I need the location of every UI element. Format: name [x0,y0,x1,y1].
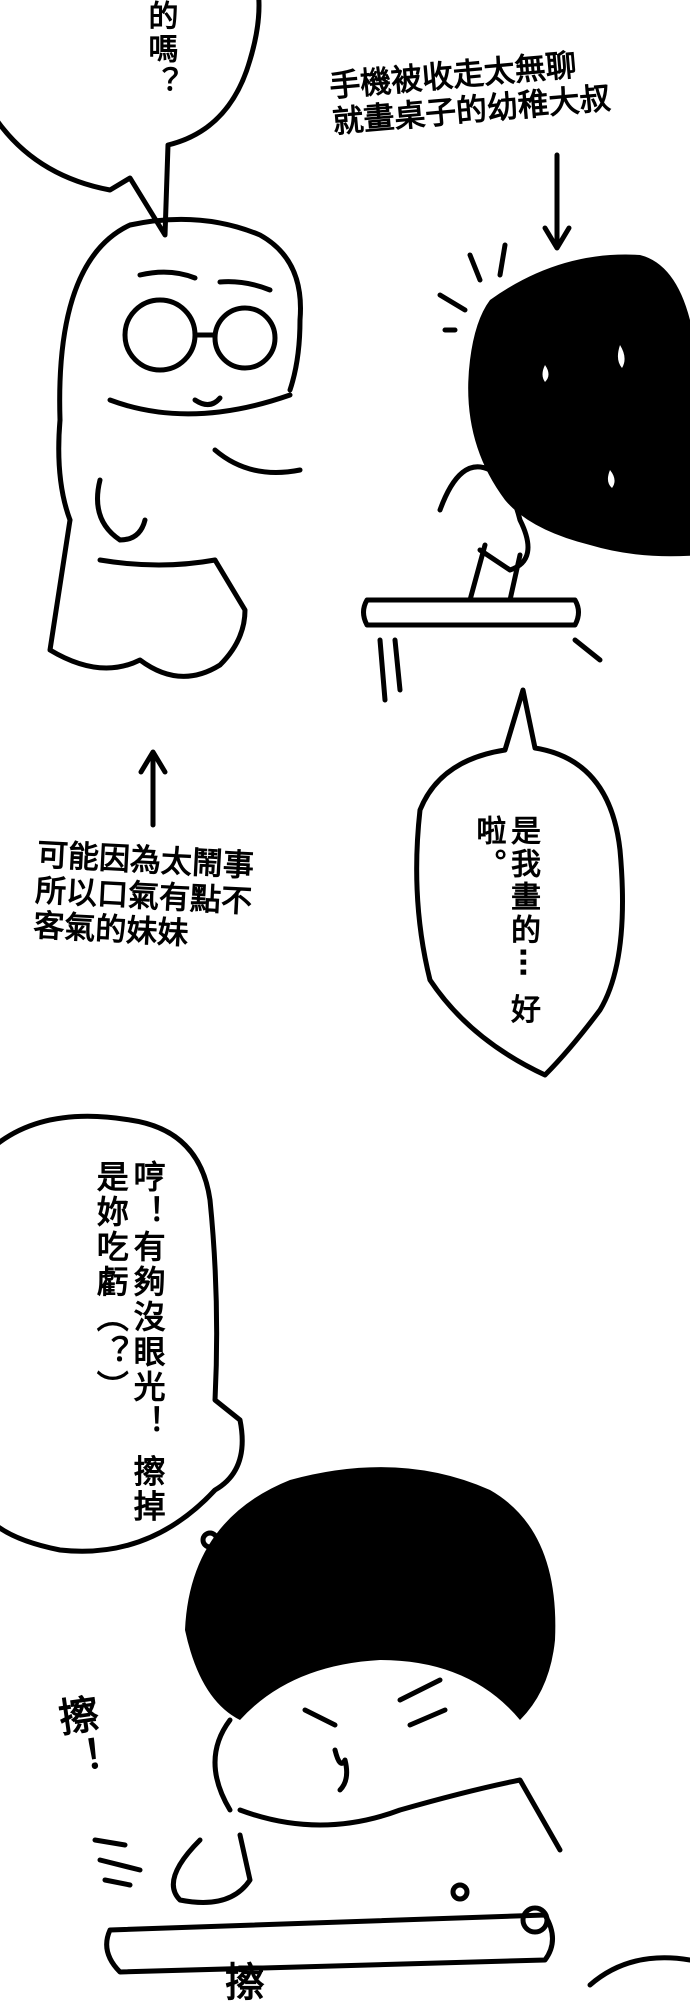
bubble-boy-line: 是我畫的⋯ [505,815,540,980]
bubble-bottom-text: 哼！有夠沒眼光！ 擦掉是妳吃虧（？） [91,1160,167,1540]
girl-figure [47,216,303,679]
speech-bubble-boy [414,687,625,1078]
bubble-boy-line: 好啦。 [470,815,541,1027]
boy-figure-top [361,242,603,703]
arrow-down-icon [542,152,572,251]
caption-girl: 可能因為太鬧事 所以口氣有點不 客氣的妹妹 [32,837,254,956]
boy-hair-top [468,254,690,557]
speech-bubble-top [0,0,262,238]
sfx-rub-2: 擦 [225,1960,265,2006]
boy-hair-bottom [185,1467,556,1720]
arrow-up-icon [138,749,168,828]
bubble-bottom-line: 哼！有夠沒眼光！ [128,1160,167,1440]
speech-bubble-bottom [0,1113,245,1554]
bubble-boy-text: 是我畫的⋯ 好啦。 [470,815,541,1055]
bubble-bottom-line: 擦掉是妳吃虧（？） [91,1160,167,1525]
bubble-top-text: 的嗎？ [142,0,178,99]
